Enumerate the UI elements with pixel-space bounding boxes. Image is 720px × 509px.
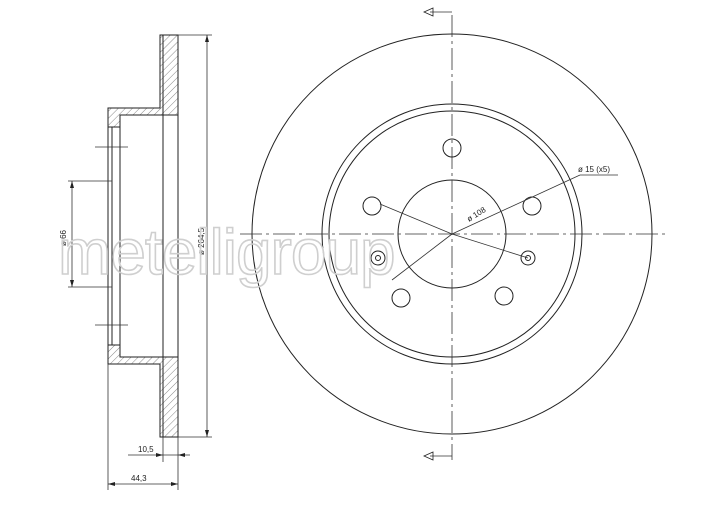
pcd-label: ø 108 xyxy=(465,205,488,224)
bolt-hole xyxy=(391,288,411,308)
front-view: ø 108 ø 15 (x5) xyxy=(240,7,665,461)
bolt-hole xyxy=(494,286,514,306)
outer-diameter-label: ø 264,5 xyxy=(197,227,206,255)
bolt-hole xyxy=(362,196,382,216)
side-view: ø 66 ø 264,5 10,5 44,3 xyxy=(59,34,212,490)
thickness-label: 10,5 xyxy=(138,445,154,454)
overall-height-label: 44,3 xyxy=(131,474,147,483)
bolt-hole xyxy=(442,138,462,158)
bore-diameter-label: ø 66 xyxy=(59,229,68,246)
bolt-holes xyxy=(362,138,542,308)
watermark-text: metelligroup xyxy=(58,216,395,288)
section-top xyxy=(107,34,179,128)
section-bottom xyxy=(107,344,179,438)
hole-diameter-label: ø 15 (x5) xyxy=(578,165,610,174)
